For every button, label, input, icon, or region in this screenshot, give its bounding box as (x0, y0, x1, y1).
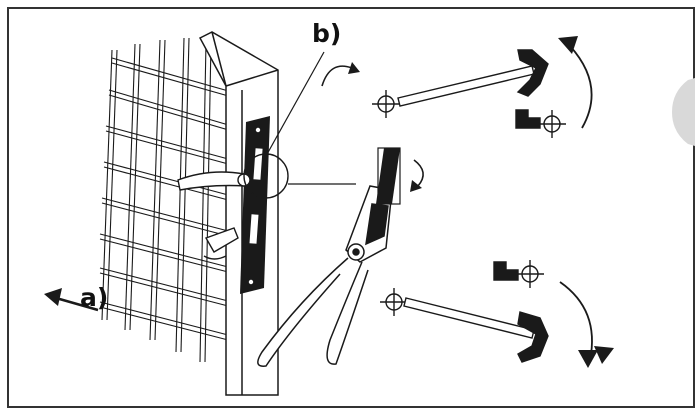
gate-handle-lower (203, 227, 239, 260)
rotate-arrow-upper (569, 45, 593, 129)
rotate-arrow-small (321, 65, 353, 87)
upper-bracket-icon (515, 109, 566, 138)
rotate-arrow-upper-head (558, 36, 578, 54)
pliers (257, 185, 393, 367)
diagram-frame (7, 7, 695, 408)
detail-circle (243, 153, 289, 199)
detail-leader-b (265, 51, 325, 157)
pull-arrow-a (55, 296, 99, 312)
rotate-arrow-lower-head (578, 350, 598, 368)
rotate-arrow-lower (559, 281, 593, 361)
edge-shape (672, 78, 695, 146)
rotate-arrow-small-head (348, 62, 360, 74)
upper-spring-rod (372, 49, 549, 118)
lower-bracket-icon (493, 260, 544, 288)
wire-piece-dark (376, 148, 400, 204)
label-a: a) (80, 283, 108, 312)
rotate-arrow-lower-head2 (594, 346, 614, 364)
lower-spring-rod (380, 288, 549, 363)
wire-mesh-gate (99, 37, 233, 363)
lock-plate (240, 116, 270, 294)
label-b: b) (312, 19, 341, 48)
rotate-arrow-pliers (413, 159, 424, 187)
rotate-arrow-pliers-head (410, 180, 422, 192)
pull-arrow-a-head (44, 288, 62, 306)
